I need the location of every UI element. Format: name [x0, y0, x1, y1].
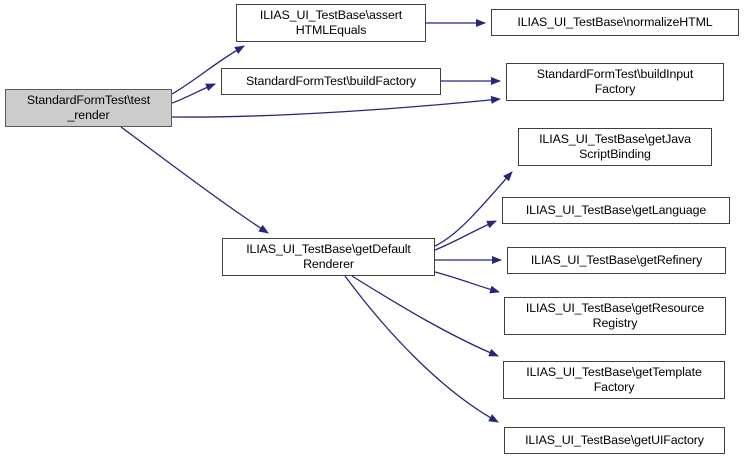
- edge-getDefaultRenderer-to-getLanguage: [434, 220, 497, 251]
- edge-getDefaultRenderer-to-getResourceRegistry: [434, 271, 500, 294]
- edge-getDefaultRenderer-to-getUIFactory: [344, 275, 499, 423]
- node-ilias-ui-testbase-getrefinery[interactable]: ILIAS_UI_TestBase\getRefinery: [507, 247, 726, 274]
- edge-test_render-to-buildFactory: [171, 83, 216, 104]
- node-ilias-ui-testbase-getlanguage[interactable]: ILIAS_UI_TestBase\getLanguage: [502, 197, 730, 224]
- node-label: StandardFormTest\buildFactory: [246, 74, 416, 88]
- edge-test_render-to-getDefaultRenderer: [120, 126, 269, 234]
- node-label: ILIAS_UI_TestBase\getJava ScriptBinding: [539, 132, 691, 161]
- edge-getDefaultRenderer-to-getJavaScriptBinding: [434, 171, 513, 247]
- edge-test_render-to-buildInputFactory: [171, 95, 501, 118]
- node-label: ILIAS_UI_TestBase\getRefinery: [530, 253, 703, 267]
- node-ilias-ui-testbase-getresourceregistry[interactable]: ILIAS_UI_TestBase\getResource Registry: [504, 297, 726, 335]
- node-label: ILIAS_UI_TestBase\getLanguage: [525, 203, 707, 217]
- node-ilias-ui-testbase-gettemplatefactory[interactable]: ILIAS_UI_TestBase\getTemplate Factory: [503, 361, 725, 399]
- node-standardformtest-buildinputfactory[interactable]: StandardFormTest\buildInput Factory: [506, 63, 724, 101]
- node-label: ILIAS_UI_TestBase\getTemplate Factory: [526, 365, 702, 394]
- node-label: ILIAS_UI_TestBase\assert HTMLEquals: [259, 8, 403, 37]
- node-label: ILIAS_UI_TestBase\normalizeHTML: [517, 15, 713, 29]
- node-standardformtest-test-render[interactable]: StandardFormTest\test _render: [5, 89, 172, 127]
- node-label: ILIAS_UI_TestBase\getResource Registry: [525, 301, 705, 330]
- node-label: ILIAS_UI_TestBase\getDefault Renderer: [246, 242, 411, 271]
- node-ilias-ui-testbase-asserthtmlequals[interactable]: ILIAS_UI_TestBase\assert HTMLEquals: [236, 4, 426, 42]
- node-label: ILIAS_UI_TestBase\getUIFactory: [525, 433, 704, 447]
- node-ilias-ui-testbase-getjavascriptbinding[interactable]: ILIAS_UI_TestBase\getJava ScriptBinding: [518, 128, 712, 166]
- node-ilias-ui-testbase-normalizehtml[interactable]: ILIAS_UI_TestBase\normalizeHTML: [491, 9, 739, 36]
- node-label: StandardFormTest\buildInput Factory: [536, 67, 694, 96]
- node-label: StandardFormTest\test _render: [26, 93, 151, 122]
- edge-test_render-to-assertHTMLEquals: [171, 45, 245, 95]
- edge-getDefaultRenderer-to-getTemplateFactory: [351, 275, 499, 357]
- node-ilias-ui-testbase-getdefaultrenderer[interactable]: ILIAS_UI_TestBase\getDefault Renderer: [222, 238, 435, 276]
- node-standardformtest-buildfactory[interactable]: StandardFormTest\buildFactory: [221, 68, 441, 95]
- node-ilias-ui-testbase-getuifactory[interactable]: ILIAS_UI_TestBase\getUIFactory: [504, 427, 725, 454]
